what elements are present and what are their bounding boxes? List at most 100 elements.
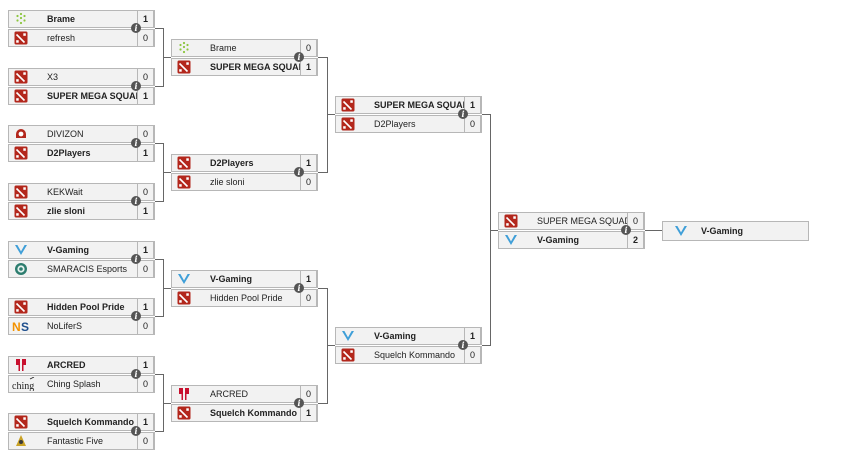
svg-text:S: S — [21, 320, 29, 333]
team-score: 1 — [137, 241, 154, 259]
team-score: 0 — [464, 346, 481, 364]
team-row[interactable]: Brame 1 — [8, 10, 155, 28]
match-info-icon[interactable]: i — [458, 340, 468, 350]
dota2-logo-icon — [14, 300, 28, 314]
team-row[interactable]: Squelch Kommando 0 — [335, 346, 482, 364]
match-info-icon[interactable]: i — [131, 254, 141, 264]
match-info-icon[interactable]: i — [131, 311, 141, 321]
team-row[interactable]: KEKWait 0 — [8, 183, 155, 201]
match-info-icon[interactable]: i — [294, 398, 304, 408]
team-name: V-Gaming — [47, 245, 90, 255]
team-score: 0 — [300, 289, 317, 307]
connector-link-2-2 — [327, 345, 335, 346]
dota2-logo-icon — [14, 31, 28, 45]
team-score: 0 — [137, 260, 154, 278]
team-name: KEKWait — [47, 187, 83, 197]
connector-link-3-1 — [490, 230, 498, 231]
dota2-logo-icon — [341, 117, 355, 131]
svg-text:ching: ching — [12, 381, 34, 391]
team-score: 1 — [137, 10, 154, 28]
smaracis-logo-icon — [14, 262, 28, 276]
match-info-icon[interactable]: i — [458, 109, 468, 119]
team-score: 0 — [137, 375, 154, 393]
team-score: 1 — [137, 413, 154, 431]
dota2-logo-icon — [14, 185, 28, 199]
match-info-icon[interactable]: i — [131, 196, 141, 206]
team-name: Brame — [47, 14, 76, 24]
v-gaming-logo-icon — [504, 233, 518, 247]
brame-logo-icon — [14, 12, 28, 26]
match-info-icon[interactable]: i — [131, 81, 141, 91]
team-row[interactable]: ching Ching Splash 0 — [8, 375, 155, 393]
team-name: Brame — [210, 43, 237, 53]
team-score: 0 — [137, 29, 154, 47]
team-name: Squelch Kommando — [374, 350, 456, 360]
match-info-icon[interactable]: i — [294, 52, 304, 62]
svg-text:N: N — [12, 320, 21, 333]
connector-link-1-3 — [163, 288, 171, 289]
team-score: 1 — [300, 404, 317, 422]
team-score: 1 — [137, 144, 154, 162]
dota2-logo-icon — [14, 415, 28, 429]
match-info-icon[interactable]: i — [131, 369, 141, 379]
team-name: Fantastic Five — [47, 436, 104, 446]
dota2-logo-icon — [177, 175, 191, 189]
champion-row[interactable]: V-Gaming — [662, 221, 809, 241]
team-name: Ching Splash — [47, 379, 101, 389]
team-row[interactable]: ARCRED 0 — [171, 385, 318, 403]
match-info-icon[interactable]: i — [621, 225, 631, 235]
fantastic-five-logo-icon — [14, 434, 28, 448]
dota2-logo-icon — [504, 214, 518, 228]
team-score: 0 — [464, 115, 481, 133]
dota2-logo-icon — [14, 204, 28, 218]
team-name: ARCRED — [210, 389, 249, 399]
team-name: V-Gaming — [210, 274, 253, 284]
team-name: DIVIZON — [47, 129, 84, 139]
team-row[interactable]: D2Players 0 — [335, 115, 482, 133]
match-info-icon[interactable]: i — [294, 283, 304, 293]
match-info-icon[interactable]: i — [131, 426, 141, 436]
nolifers-logo-icon: N S — [12, 319, 30, 333]
team-score: 0 — [300, 385, 317, 403]
team-name: D2Players — [374, 119, 416, 129]
match-info-icon[interactable]: i — [294, 167, 304, 177]
match-info-icon[interactable]: i — [131, 138, 141, 148]
dota2-logo-icon — [177, 406, 191, 420]
team-row[interactable]: V-Gaming 1 — [8, 241, 155, 259]
match-info-icon[interactable]: i — [131, 23, 141, 33]
team-name: V-Gaming — [374, 331, 417, 341]
team-score: 0 — [137, 183, 154, 201]
